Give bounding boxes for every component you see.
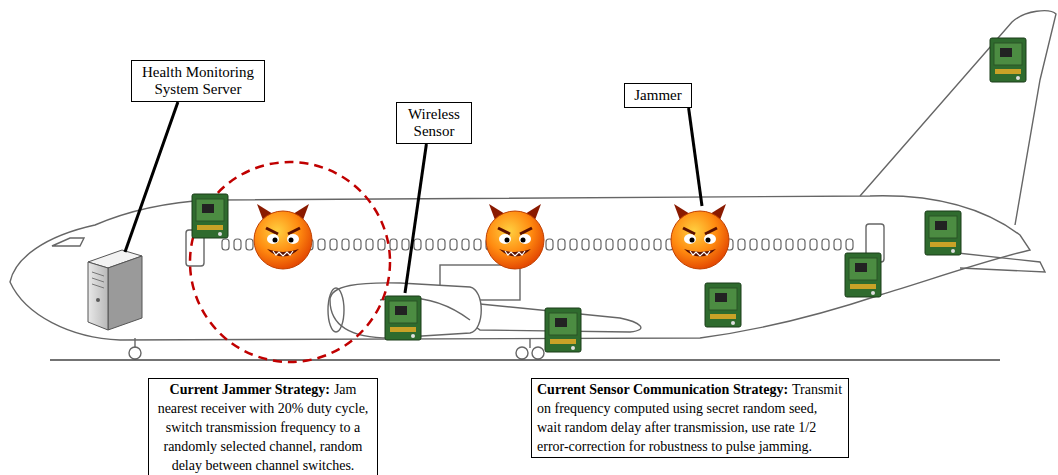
leader-line — [689, 108, 702, 206]
box-text: Wireless Sensor — [408, 106, 460, 139]
window — [786, 239, 793, 250]
sensor-board — [705, 283, 741, 327]
window — [570, 239, 577, 250]
jammer-face — [671, 204, 729, 269]
window — [630, 239, 637, 250]
window — [330, 239, 337, 250]
window — [342, 239, 349, 250]
window — [234, 239, 241, 250]
window — [354, 239, 361, 250]
strategy-box: Current Jammer Strategy:Jam nearest rece… — [148, 378, 378, 475]
window — [738, 239, 745, 250]
callout-box: Jammer — [624, 83, 692, 108]
window — [810, 239, 817, 250]
window — [426, 239, 433, 250]
window — [654, 239, 661, 250]
jammer-group — [254, 204, 729, 269]
window — [762, 239, 769, 250]
window — [582, 239, 589, 250]
strategy-box: Current Sensor Communication Strategy:Tr… — [531, 378, 849, 458]
window — [546, 239, 553, 250]
window — [450, 239, 457, 250]
window — [378, 239, 385, 250]
leader-line — [405, 144, 426, 293]
window — [462, 239, 469, 250]
window — [594, 239, 601, 250]
window — [774, 239, 781, 250]
window — [606, 239, 613, 250]
window — [846, 239, 853, 250]
box-heading: Current Jammer Strategy: — [170, 382, 330, 397]
airplane-outline — [10, 11, 1056, 360]
box-text: Health Monitoring System Server — [142, 64, 254, 97]
window — [246, 239, 253, 250]
leader-line — [125, 102, 178, 252]
window — [222, 239, 229, 250]
box-heading: Current Sensor Communication Strategy: — [537, 382, 788, 397]
box-text: Jammer — [634, 87, 681, 103]
sensor-board — [192, 194, 228, 238]
jammer-face — [486, 204, 544, 269]
sensor-group — [192, 38, 1026, 352]
leader-lines — [125, 102, 702, 293]
sensor-board — [990, 38, 1026, 82]
window — [390, 239, 397, 250]
server-icon — [88, 250, 142, 330]
sensor-board — [545, 308, 581, 352]
sensor-board — [385, 296, 421, 340]
window — [438, 239, 445, 250]
sensor-board — [845, 253, 881, 297]
window — [750, 239, 757, 250]
window — [414, 239, 421, 250]
window — [642, 239, 649, 250]
window — [618, 239, 625, 250]
window — [402, 239, 409, 250]
jammer-face — [254, 204, 312, 269]
window — [474, 239, 481, 250]
sensor-board — [925, 211, 961, 255]
window — [822, 239, 829, 250]
window — [318, 239, 325, 250]
callout-box: Health Monitoring System Server — [131, 60, 265, 102]
window — [558, 239, 565, 250]
window — [366, 239, 373, 250]
window — [798, 239, 805, 250]
jamming-range — [190, 162, 390, 362]
window — [834, 239, 841, 250]
callout-box: Wireless Sensor — [396, 102, 472, 144]
